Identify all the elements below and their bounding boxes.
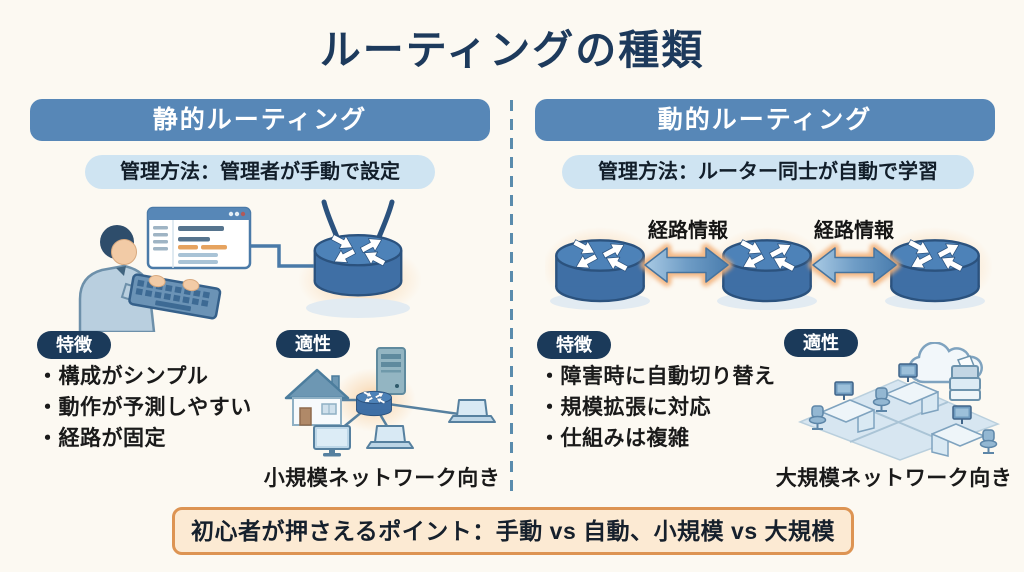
router-icon [545,227,658,310]
dynamic-features-list: ・障害時に自動切り替え ・規模拡張に対応 ・仕組みは複雑 [539,361,776,454]
router-icon [709,227,825,310]
static-suitability-badge: 適性 [276,330,350,358]
feature-item: ・動作が予測しやすい [37,396,252,419]
router-icon [877,227,993,310]
feature-item: ・障害時に自動切り替え [539,365,776,388]
exchange-arrow-icon [813,248,896,282]
dynamic-exchange-illustration [545,227,993,310]
static-features-list: ・構成がシンプル ・動作が予測しやすい ・経路が固定 [37,361,252,454]
console-cable [250,244,314,268]
static-method-box: 管理方法：管理者が手動で設定 [85,155,435,189]
static-suitability-caption: 小規模ネットワーク向き [263,467,501,490]
static-features-badge: 特徴 [37,331,111,359]
router-icon [298,199,422,318]
column-divider [510,100,513,494]
large-network-illustration [797,342,1001,461]
feature-item: ・構成がシンプル [37,365,209,388]
static-routing-header: 静的ルーティング [30,99,490,141]
server-icon [376,347,406,395]
exchange-arrow-icon [645,248,728,282]
feature-item: ・規模拡張に対応 [539,396,711,419]
config-window-icon [146,206,252,270]
page-title: ルーティングの種類 [319,27,705,73]
printer-icon [949,355,981,401]
monitor-icon [313,425,351,457]
dynamic-features-badge: 特徴 [537,331,611,359]
route-info-label: 経路情報 [814,220,894,242]
hub-router-icon [357,390,392,416]
dynamic-suitability-caption: 大規模ネットワーク向き [775,467,1013,490]
beginner-point-note: 初心者が押さえるポイント：手動 vs 自動、小規模 vs 大規模 [172,507,854,555]
dynamic-suitability-badge: 適性 [784,329,858,357]
dynamic-routing-header: 動的ルーティング [535,99,995,141]
route-info-label: 経路情報 [648,220,728,242]
laptop-icon [448,399,496,423]
small-network-illustration [284,347,496,457]
feature-item: ・経路が固定 [37,427,166,450]
manual-config-illustration [78,199,422,332]
house-icon [284,368,350,426]
dynamic-method-box: 管理方法：ルーター同士が自動で学習 [562,155,974,189]
keyboard-icon [128,273,222,320]
feature-item: ・仕組みは複雑 [539,427,690,450]
